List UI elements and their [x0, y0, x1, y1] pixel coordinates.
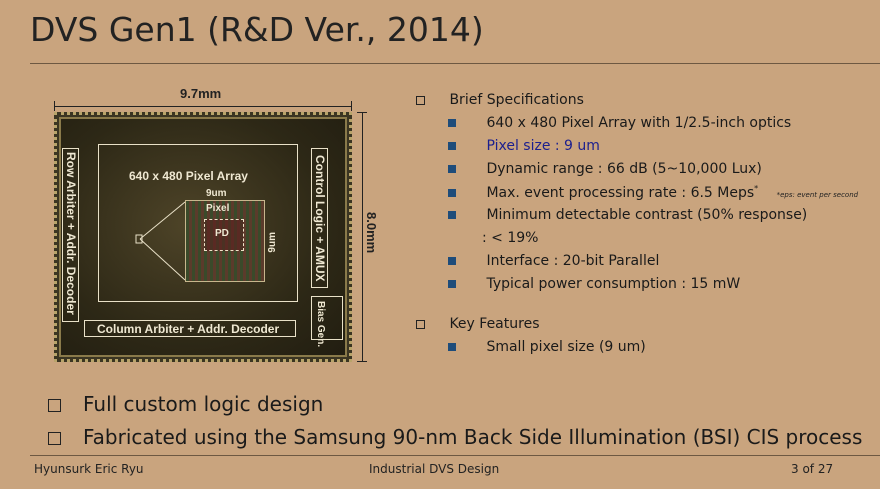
square-bullet-icon	[448, 211, 456, 219]
checkbox-bullet-icon	[416, 319, 425, 329]
spec-item: Dynamic range : 66 dB (5~10,000 Lux)	[448, 161, 762, 177]
width-arrow-tick-left	[54, 101, 55, 111]
square-bullet-icon	[448, 257, 456, 265]
spec-item-text: Dynamic range : 66 dB (5~10,000 Lux)	[486, 161, 762, 177]
pixel-inset: Pixel PD	[185, 200, 265, 282]
feature-item-text: Small pixel size (9 um)	[486, 339, 646, 355]
chip-die-figure: 9.7mm 8.0mm Row Arbiter + Addr. Decoder …	[40, 82, 390, 367]
height-arrow-tick-bottom	[357, 361, 367, 362]
spec-item-text: Max. event processing rate : 6.5 Meps	[486, 184, 755, 201]
square-bullet-icon	[448, 119, 456, 127]
square-bullet-icon	[448, 343, 456, 351]
row-arbiter-label: Row Arbiter + Addr. Decoder	[64, 152, 78, 315]
spec-item: Max. event processing rate : 6.5 Meps* *…	[448, 184, 858, 201]
pd-label: PD	[215, 228, 229, 239]
square-bullet-icon	[448, 280, 456, 288]
feature-item: Small pixel size (9 um)	[448, 339, 646, 355]
photodiode-box: PD	[204, 219, 244, 251]
features-heading-row: Key Features	[416, 316, 539, 332]
checkbox-bullet-icon	[48, 432, 61, 445]
footer-divider	[30, 455, 880, 456]
pixel-array-label: 640 x 480 Pixel Array	[129, 169, 248, 183]
pixel-height-label: 9um	[267, 232, 278, 253]
spec-item-text: Minimum detectable contrast (50% respons…	[486, 207, 808, 223]
bullet-text: Full custom logic design	[83, 392, 324, 416]
column-arbiter-label: Column Arbiter + Addr. Decoder	[97, 322, 280, 336]
spec-item-text: Typical power consumption : 15 mW	[486, 276, 741, 292]
control-logic-block: Control Logic + AMUX	[311, 148, 328, 288]
footnote-mark: *	[754, 184, 759, 193]
footer-author: Hyunsurk Eric Ryu	[34, 462, 144, 476]
height-arrow-tick-top	[357, 112, 367, 113]
footnote: *eps: event per second	[776, 190, 859, 199]
title-divider	[30, 63, 880, 64]
bullet-row: Full custom logic design	[48, 392, 323, 416]
control-logic-label: Control Logic + AMUX	[313, 155, 327, 282]
spec-item-text: Interface : 20-bit Parallel	[486, 253, 660, 269]
bias-gen-block: Bias Gen.	[311, 296, 343, 347]
height-arrow	[362, 112, 363, 362]
pixel-label: Pixel	[206, 203, 230, 214]
square-bullet-icon	[448, 165, 456, 173]
bullet-text: Fabricated using the Samsung 90-nm Back …	[83, 425, 863, 449]
square-bullet-icon	[448, 142, 456, 150]
bias-gen-label: Bias Gen.	[315, 301, 326, 348]
height-dimension-label: 8.0mm	[364, 212, 379, 254]
width-arrow-tick-right	[351, 101, 352, 111]
pixel-width-label: 9um	[206, 188, 227, 199]
spec-item: Minimum detectable contrast (50% respons…	[448, 207, 807, 223]
bullet-row: Fabricated using the Samsung 90-nm Back …	[48, 425, 862, 449]
spec-heading: Brief Specifications	[449, 92, 584, 108]
spec-item: Typical power consumption : 15 mW	[448, 276, 740, 292]
slide-title: DVS Gen1 (R&D Ver., 2014)	[30, 10, 484, 49]
column-arbiter-block: Column Arbiter + Addr. Decoder	[84, 320, 296, 337]
pixel-array-block: 640 x 480 Pixel Array	[98, 144, 298, 302]
spec-item-continuation: : < 19%	[482, 230, 538, 246]
page-number: 3 of 27	[791, 462, 834, 476]
checkbox-bullet-icon	[48, 399, 61, 412]
features-heading: Key Features	[449, 316, 540, 332]
spec-heading-row: Brief Specifications	[416, 92, 584, 108]
footer-title: Industrial DVS Design	[369, 462, 500, 476]
spec-item-text: 640 x 480 Pixel Array with 1/2.5-inch op…	[486, 115, 792, 131]
width-arrow	[54, 106, 352, 107]
spec-item: Pixel size : 9 um	[448, 138, 600, 154]
width-dimension-label: 9.7mm	[180, 86, 222, 101]
spec-item: Interface : 20-bit Parallel	[448, 253, 659, 269]
spec-item-text-highlighted: Pixel size : 9 um	[486, 138, 600, 154]
checkbox-bullet-icon	[416, 95, 425, 105]
spec-item: 640 x 480 Pixel Array with 1/2.5-inch op…	[448, 115, 791, 131]
row-arbiter-block: Row Arbiter + Addr. Decoder	[62, 148, 79, 322]
spec-item-text: : < 19%	[482, 230, 539, 246]
square-bullet-icon	[448, 188, 456, 197]
